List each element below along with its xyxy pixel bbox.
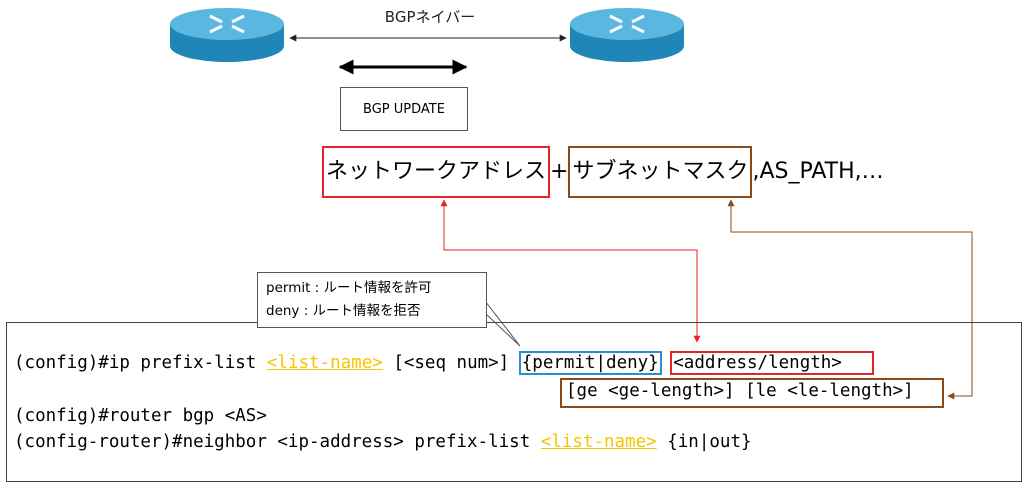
command-neighbor: (config-router)#neighbor <ip-address> pr… <box>14 428 752 456</box>
callout-deny: deny : ルート情報を拒否 <box>266 303 421 319</box>
cmd1-permit-deny: {permit|deny} <box>518 351 662 375</box>
router-right-icon <box>570 8 684 62</box>
subnet-mask-field: サブネットマスク <box>568 146 753 198</box>
cmd1-address-length: <address/length> <box>670 351 874 375</box>
network-address-field: ネットワークアドレス <box>322 146 551 198</box>
command-ge-le: [ge <ge-length>] [le <le-length>] <box>566 381 914 401</box>
neighbor-label: BGPネイバー <box>384 8 476 26</box>
permit-deny-callout: permit : ルート情報を許可 deny : ルート情報を拒否 <box>257 272 487 328</box>
command-panel <box>6 322 1022 482</box>
update-fields: ネットワークアドレス+サブネットマスク,AS_PATH,… <box>322 146 884 198</box>
cmd4-prefix: (config-router)#neighbor <ip-address> pr… <box>14 432 541 452</box>
router-left-icon <box>170 8 284 62</box>
cmd4-list-name: <list-name> <box>540 432 657 452</box>
bgp-update-box: BGP UPDATE <box>340 87 468 131</box>
bgp-update-label: BGP UPDATE <box>363 101 445 117</box>
command-router-bgp: (config)#router bgp <AS> <box>14 406 267 426</box>
cmd4-suffix: {in|out} <box>656 432 752 452</box>
command-prefix-list: (config)#ip prefix-list <list-name> [<se… <box>14 349 874 377</box>
callout-permit: permit : ルート情報を許可 <box>266 280 432 296</box>
cmd1-list-name: <list-name> <box>266 353 383 373</box>
ge-le-box <box>560 378 944 408</box>
cmd1-seq: [<seq num>] <box>382 353 520 373</box>
cmd1-prefix: (config)#ip prefix-list <box>14 353 267 373</box>
other-attributes: ,AS_PATH,… <box>752 159 884 184</box>
plus-sign: + <box>550 159 569 184</box>
